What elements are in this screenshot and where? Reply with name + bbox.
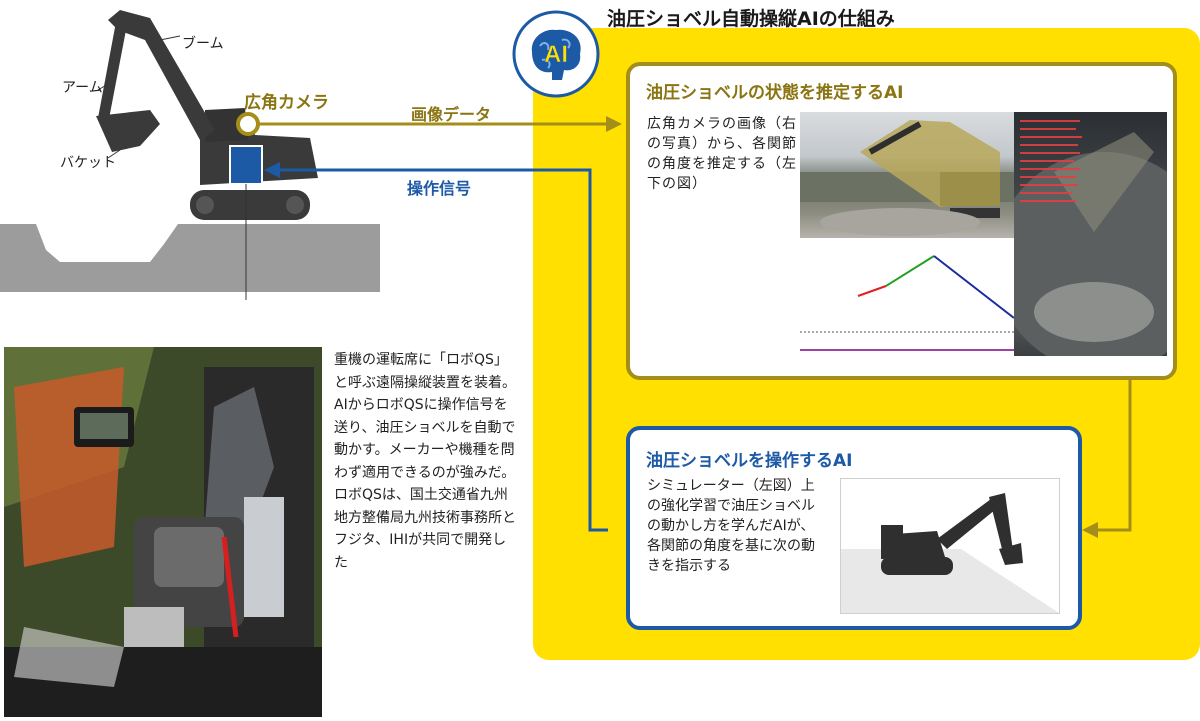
- plot-segment-blue: [933, 255, 1015, 319]
- label-wide-camera: 広角カメラ: [244, 93, 329, 113]
- control-device: [229, 145, 263, 185]
- diagram-title: 油圧ショベル自動操縦AIの仕組み: [607, 8, 895, 30]
- label-boom: ブーム: [182, 36, 224, 52]
- ai-brain-icon: AI: [512, 10, 600, 98]
- label-bucket: バケット: [60, 155, 116, 171]
- label-image-data: 画像データ: [411, 105, 492, 124]
- label-arm: アーム: [62, 80, 103, 96]
- operation-ai-description: シミュレーター（左図）上の強化学習で油圧ショベルの動かし方を学んだAIが、各関節…: [647, 478, 815, 574]
- ground-shape: [0, 224, 380, 292]
- label-control-signal: 操作信号: [407, 179, 472, 198]
- plot-segment-green: [885, 255, 935, 287]
- simulator-image: [840, 478, 1060, 614]
- camera-marker: [236, 112, 260, 136]
- joint-angle-plot: [800, 238, 1015, 356]
- plot-segment-red: [857, 285, 887, 297]
- robo-qs-description: 重機の運転席に「ロボQS」と呼ぶ遠隔操縦装置を装着。AIからロボQSに操作信号を…: [334, 352, 516, 571]
- excavator-arm: [98, 22, 126, 124]
- estimation-ai-description: 広角カメラの画像（右の写真）から、各関節の角度を推定する（左下の図）: [647, 116, 797, 192]
- operation-ai-title: 油圧ショベルを操作するAI: [646, 451, 853, 471]
- camera-image-photo: [800, 112, 1014, 238]
- fisheye-camera-photo: [1014, 112, 1167, 356]
- excavator-bucket: [96, 110, 160, 152]
- excavator-boom: [108, 10, 215, 140]
- estimation-ai-title: 油圧ショベルの状態を推定するAI: [646, 83, 904, 103]
- operator-cab-photo: [4, 347, 322, 717]
- ai-badge-text: AI: [544, 41, 568, 68]
